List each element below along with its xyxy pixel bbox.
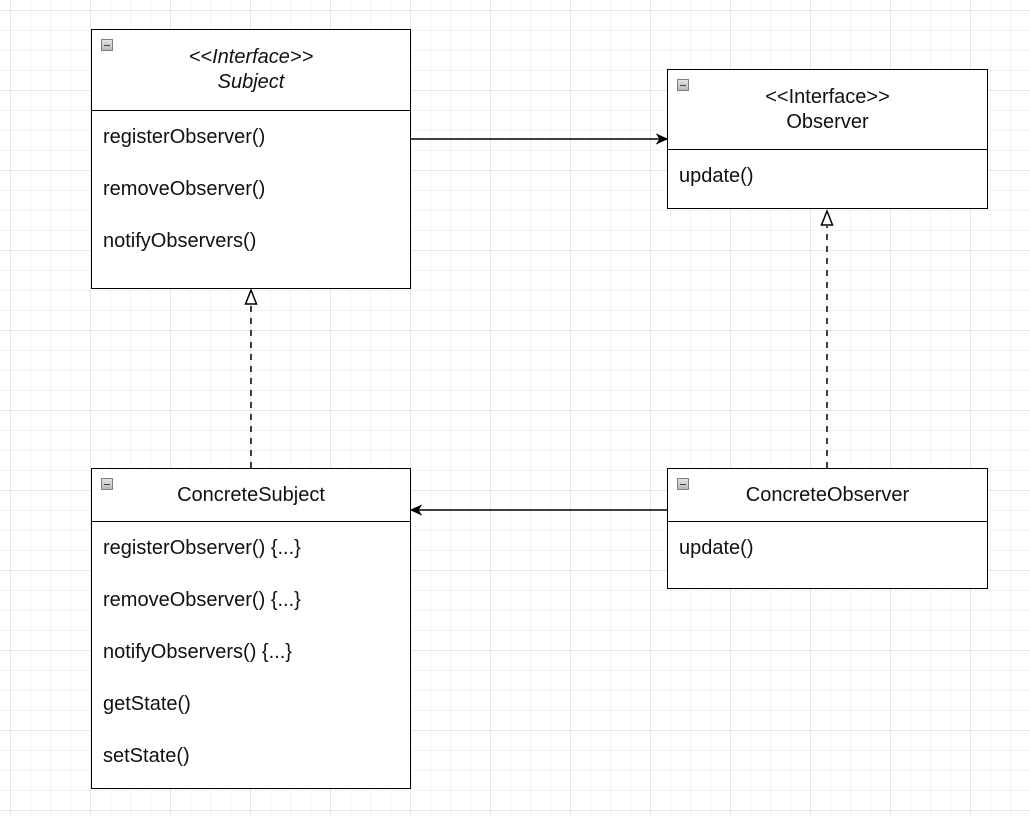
method-remove-observer[interactable]: removeObserver() (103, 178, 266, 200)
class-subject-header[interactable]: <<Interface>> Subject (92, 30, 410, 111)
class-name: Subject (217, 71, 285, 93)
method-set-state[interactable]: setState() (103, 745, 190, 767)
method-list: update() (668, 150, 987, 202)
method-update[interactable]: update() (679, 537, 754, 559)
method-notify-observers[interactable]: notifyObservers() {...} (103, 641, 292, 663)
method-list: registerObserver() removeObserver() noti… (92, 111, 410, 267)
class-name: Observer (786, 110, 869, 133)
stereotype-label: <<Interface>> (765, 85, 890, 108)
class-name: ConcreteSubject (177, 483, 325, 506)
class-observer-header[interactable]: <<Interface>> Observer (668, 70, 987, 150)
stereotype-label: <<Interface>> (188, 46, 314, 68)
method-get-state[interactable]: getState() (103, 693, 191, 715)
class-concrete-observer[interactable]: ConcreteObserver update() (667, 468, 988, 589)
realization-concreteobserver-to-observer[interactable] (820, 208, 834, 468)
collapse-icon[interactable] (101, 39, 113, 51)
method-list: update() (668, 522, 987, 574)
class-concrete-observer-header[interactable]: ConcreteObserver (668, 469, 987, 522)
method-register-observer[interactable]: registerObserver() (103, 126, 266, 148)
realization-concretesubject-to-subject[interactable] (244, 287, 258, 468)
method-register-observer[interactable]: registerObserver() {...} (103, 537, 301, 559)
collapse-icon[interactable] (677, 79, 689, 91)
class-subject[interactable]: <<Interface>> Subject registerObserver()… (91, 29, 411, 289)
collapse-icon[interactable] (677, 478, 689, 490)
method-notify-observers[interactable]: notifyObservers() (103, 230, 257, 252)
class-name: ConcreteObserver (745, 483, 910, 506)
class-concrete-subject-header[interactable]: ConcreteSubject (92, 469, 410, 522)
method-list: registerObserver() {...} removeObserver(… (92, 522, 410, 782)
method-update[interactable]: update() (679, 165, 754, 187)
method-remove-observer[interactable]: removeObserver() {...} (103, 589, 301, 611)
class-concrete-subject[interactable]: ConcreteSubject registerObserver() {...}… (91, 468, 411, 789)
class-observer[interactable]: <<Interface>> Observer update() (667, 69, 988, 209)
collapse-icon[interactable] (101, 478, 113, 490)
